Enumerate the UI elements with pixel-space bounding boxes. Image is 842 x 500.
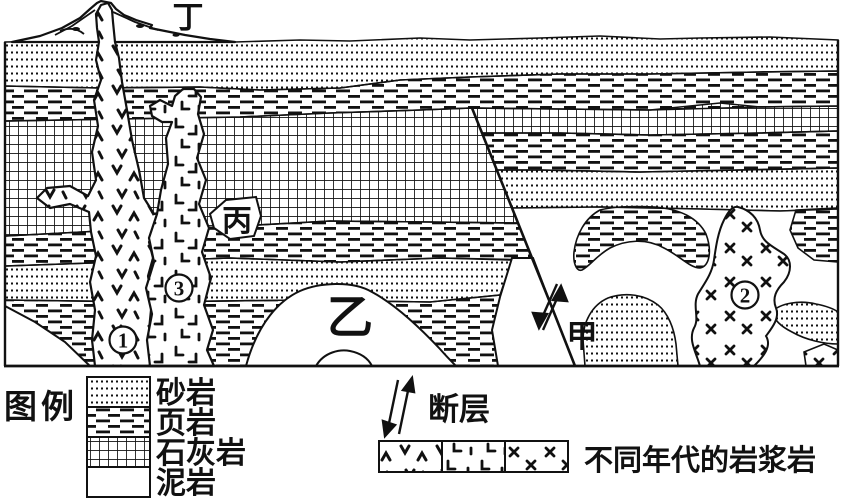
bing-label-notch: [208, 195, 263, 241]
fault-line: [470, 107, 577, 367]
legend-igneous-label: 不同年代的岩浆岩: [584, 443, 816, 477]
legend-rock-swatches: [86, 376, 151, 498]
legend-label-sandstone: 砂岩: [156, 377, 216, 410]
layer-shale-right: [480, 130, 839, 173]
shale-arch-patch: [573, 205, 711, 272]
volcano: [10, 0, 237, 44]
section-frame: [3, 40, 840, 368]
volcano-cone: [10, 0, 237, 44]
legend-swatch-igneous-1: [378, 440, 443, 473]
fault-movement-arrows: [531, 283, 569, 331]
sandstone-bottom-patch: [582, 293, 679, 367]
legend-swatch-limestone: [86, 436, 151, 468]
intrusion-2-number: 2: [740, 284, 751, 308]
legend-rock-labels: 砂岩 页岩 石灰岩 泥岩: [155, 377, 246, 500]
label-bing: 丙: [222, 205, 252, 238]
legend-label-shale: 页岩: [156, 407, 216, 440]
legend-fault-arrow-down: [381, 419, 398, 439]
legend-fault-symbol: [381, 374, 416, 439]
intrusion-3-circle: [164, 273, 194, 303]
fault: [470, 107, 577, 367]
legend-label-limestone: 石灰岩: [155, 437, 246, 470]
section-labels: 丁 丙 乙 甲 1 3 2: [108, 0, 760, 355]
legend-swatch-sandstone: [86, 376, 151, 408]
intrusion-1-marks: [37, 3, 180, 366]
layer-sandstone-right: [495, 167, 839, 212]
legend-swatch-shale: [86, 406, 151, 438]
legend-igneous-swatches: [378, 440, 569, 473]
legend-label-mudstone: 泥岩: [156, 467, 216, 500]
label-ding: 丁: [173, 0, 204, 35]
legend-swatch-mudstone: [86, 466, 151, 498]
fault-arrow-down-head: [531, 311, 549, 331]
intrusion-2-badge: 2: [730, 280, 760, 310]
legend-fault-label: 断层: [428, 392, 490, 427]
label-yi: 乙: [327, 292, 373, 343]
legend-fault-line-left: [386, 379, 400, 429]
intrusion-1-number: 1: [118, 329, 129, 353]
mudstone-dome-bump: [315, 349, 373, 367]
fault-arrow-up-head: [551, 283, 569, 303]
legend: 图例 砂岩 页岩 石灰岩 泥岩 断层 不同年代的岩浆岩: [4, 374, 816, 500]
legend-title: 图例: [4, 389, 78, 426]
legend-swatch-igneous-3: [504, 440, 569, 473]
igneous-intrusion-3: [144, 87, 216, 368]
legend-fault-line-right: [397, 385, 411, 435]
intrusion-1-circle: [108, 325, 138, 355]
intrusion-3-number: 3: [174, 277, 185, 301]
legend-fault-arrow-up: [400, 374, 416, 394]
intrusion-3-marks: [146, 89, 214, 366]
layer-sandstone-mid-left: [4, 257, 514, 303]
mudstone-dome-yi: [244, 283, 459, 367]
label-jia: 甲: [567, 319, 598, 354]
volcano-flank-marks: [72, 24, 180, 37]
bottom-right-patches: [573, 205, 839, 367]
intrusion-3-badge: 3: [164, 273, 194, 303]
legend-swatch-igneous-2: [441, 440, 506, 473]
intrusion-1-badge: 1: [108, 325, 138, 355]
intrusion-2-circle: [730, 280, 760, 310]
